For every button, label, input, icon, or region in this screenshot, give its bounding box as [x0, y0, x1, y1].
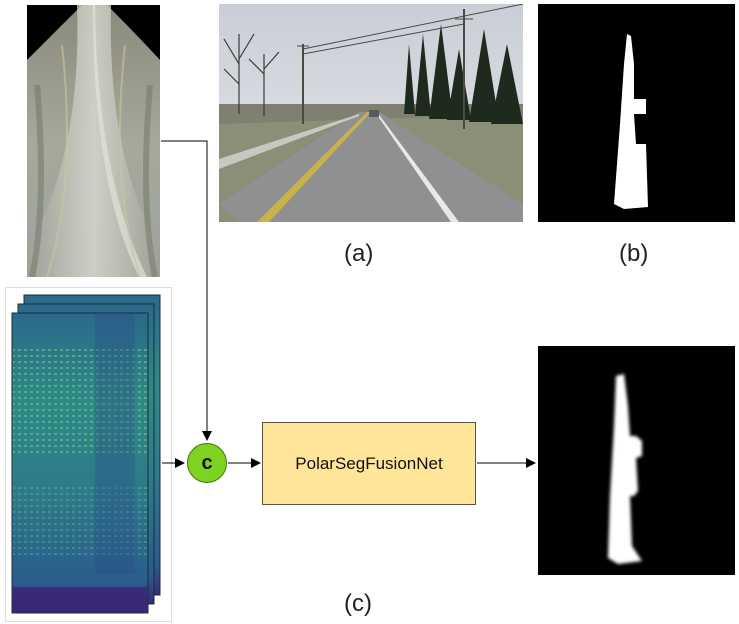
road-camera-photo	[219, 4, 523, 222]
predicted-mask	[538, 346, 735, 575]
network-label: PolarSegFusionNet	[295, 453, 443, 473]
label-c: (c)	[344, 590, 372, 617]
network-box: PolarSegFusionNet	[262, 422, 476, 505]
label-a: (a)	[344, 240, 374, 267]
radar-feature-stack	[5, 287, 172, 622]
label-b: (b)	[619, 240, 649, 267]
ground-truth-mask	[538, 4, 735, 222]
concat-node: c	[187, 443, 227, 483]
concat-label: c	[201, 451, 213, 474]
polar-road-image	[27, 5, 160, 277]
